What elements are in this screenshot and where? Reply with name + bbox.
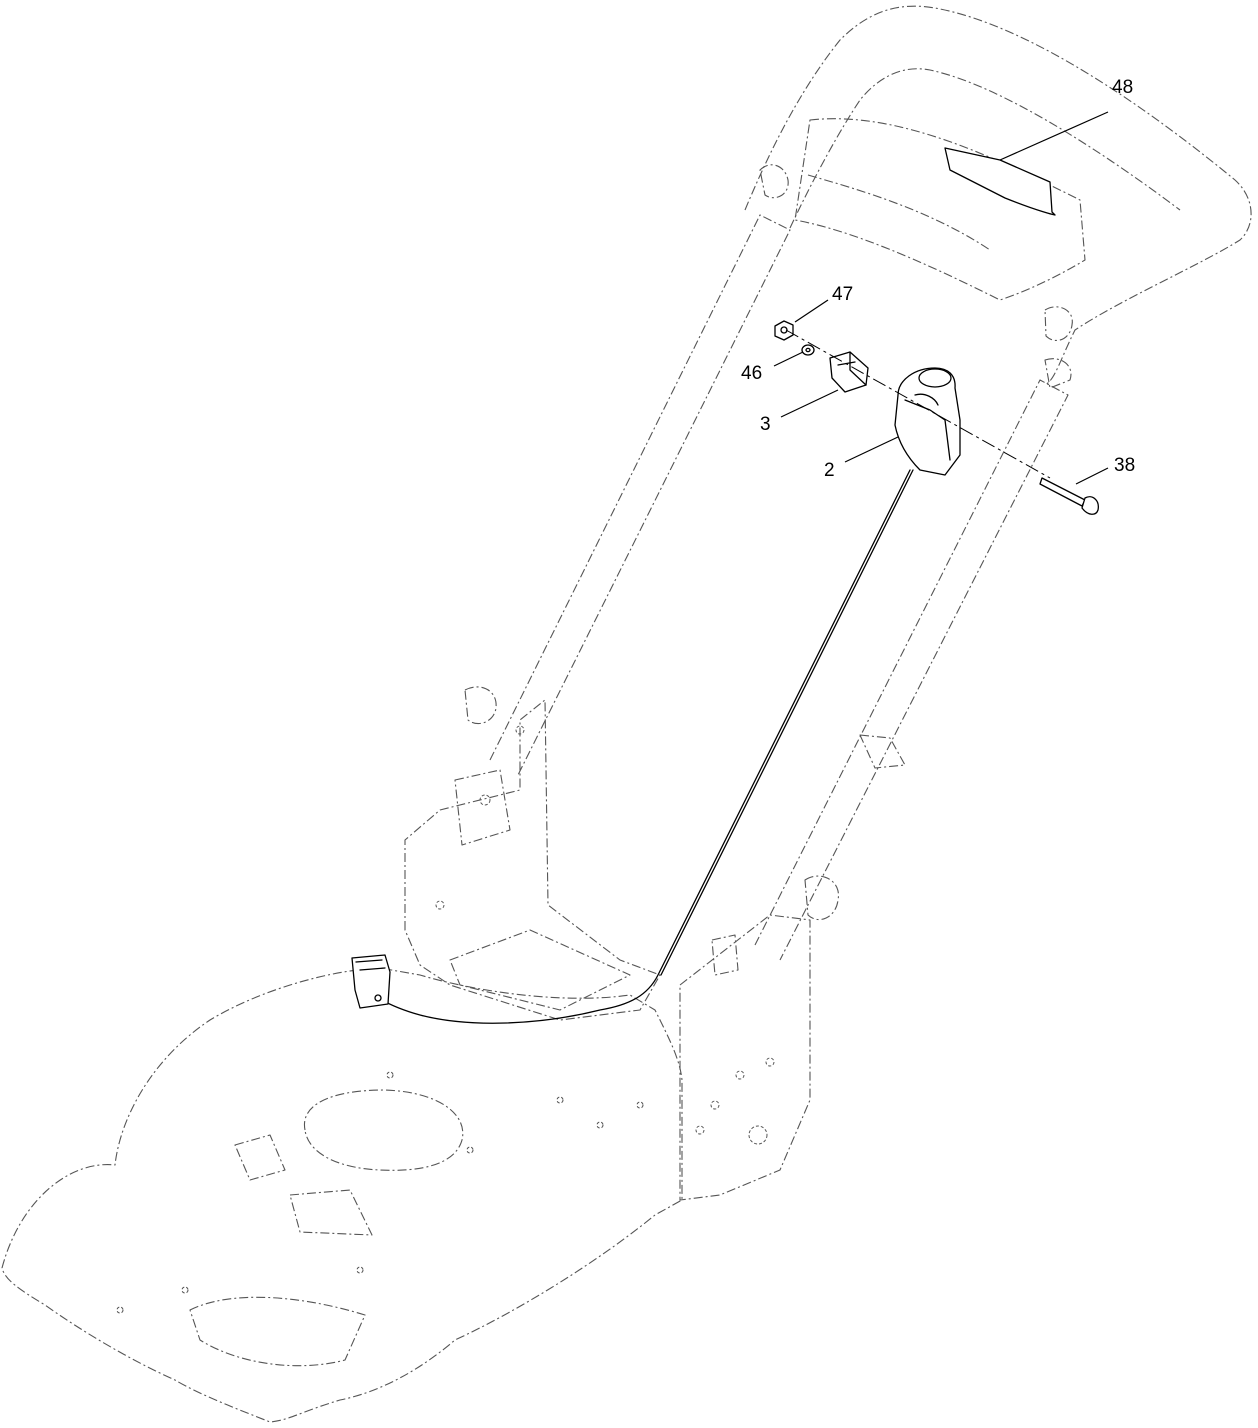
leader-2 (844, 436, 899, 463)
leader-47 (794, 299, 829, 323)
part-47-nut (774, 320, 794, 341)
leader-3 (780, 389, 839, 418)
callout-47: 47 (832, 284, 853, 305)
leader-48 (999, 111, 1109, 161)
part-48-decal (944, 147, 1056, 216)
leader-38 (1075, 467, 1109, 485)
callout-46: 46 (741, 363, 762, 384)
part-3-bracket (829, 351, 869, 393)
part-38-bolt (1039, 477, 1099, 515)
part-46-washer (801, 344, 815, 356)
cable (369, 469, 911, 1024)
handle-outline (489, 5, 1252, 961)
lower-housing-outline (404, 686, 906, 1201)
callout-2: 2 (824, 460, 835, 481)
assembly-axis-line (785, 329, 1051, 479)
callout-38: 38 (1114, 455, 1135, 476)
harness-connector (351, 954, 391, 1009)
leader-46 (773, 351, 804, 367)
mower-deck-outline (1, 967, 683, 1423)
callout-48: 48 (1112, 77, 1133, 98)
callout-3: 3 (760, 414, 771, 435)
part-2-control-housing (894, 367, 961, 476)
